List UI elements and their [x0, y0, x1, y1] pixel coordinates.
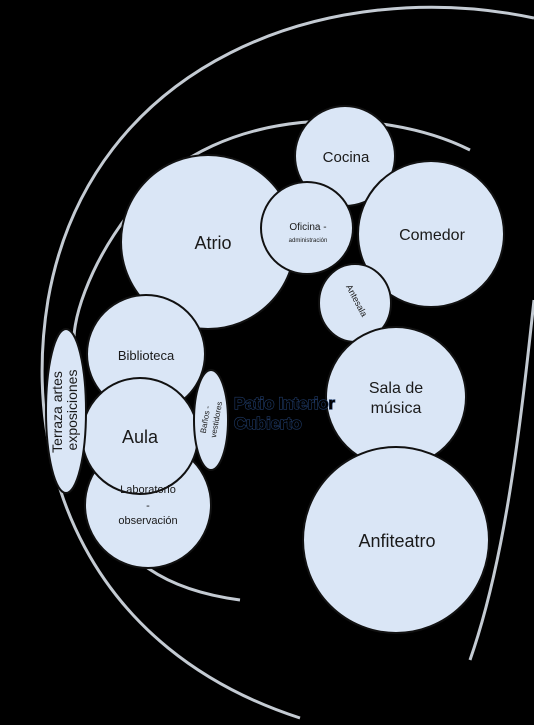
bubble-banos[interactable]	[193, 369, 229, 471]
label-lab-2: -	[146, 500, 150, 512]
label-atrio: Atrio	[194, 233, 231, 253]
patio-label: Patio Interior Cubierto	[233, 393, 336, 433]
label-sala-2: música	[371, 400, 422, 417]
label-aula: Aula	[122, 427, 159, 447]
label-terraza-1: Terraza artes	[49, 371, 65, 453]
label-terraza-2: exposiciones	[64, 370, 80, 451]
patio-label-line-1: Patio Interior	[234, 394, 335, 413]
bubble-terraza[interactable]	[45, 328, 87, 494]
space-bubbles	[45, 105, 505, 634]
label-oficina: Oficina -	[289, 222, 326, 233]
bubble-oficina[interactable]	[260, 181, 354, 275]
label-oficina-sub: administración	[289, 238, 328, 244]
label-cocina: Cocina	[323, 149, 370, 166]
right-ring	[468, 299, 534, 661]
label-biblioteca: Biblioteca	[118, 348, 175, 363]
space-labels: Cocina Atrio Oficina - administración Co…	[49, 149, 466, 551]
label-sala-1: Sala de	[369, 380, 423, 397]
bubble-comedor[interactable]	[357, 160, 505, 308]
label-lab-1: Laboratorio	[120, 484, 176, 496]
patio-label-line-2: Cubierto	[234, 414, 301, 433]
label-lab-3: observación	[118, 515, 177, 527]
bubble-anfiteatro[interactable]	[302, 446, 490, 634]
label-comedor: Comedor	[399, 227, 465, 244]
label-anfiteatro: Anfiteatro	[358, 531, 435, 551]
outer-ring	[40, 5, 534, 720]
